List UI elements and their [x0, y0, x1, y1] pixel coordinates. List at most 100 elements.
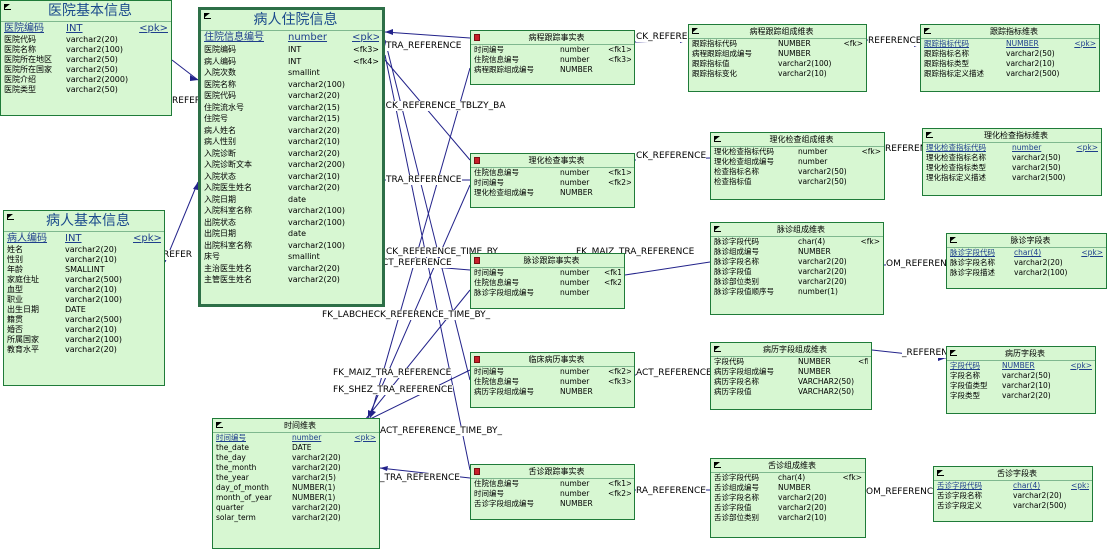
fact-table-icon: [474, 356, 480, 363]
column-type: varchar2(50): [66, 85, 118, 94]
table-comp-clinic[interactable]: 病历字段组成维表字段代码NUMBER<fk>病历字段组成编号NUMBER病历字段…: [710, 342, 872, 410]
table-title-text: 脉诊字段表: [1010, 236, 1051, 245]
column-type: varchar2(20): [1014, 258, 1063, 267]
column-key: [608, 65, 631, 75]
table-title-text: 病历字段表: [1005, 349, 1045, 358]
column-key: [848, 277, 880, 287]
column-key: [1074, 49, 1096, 59]
column-type: number: [560, 178, 590, 187]
column-key: [352, 125, 379, 137]
column-name: 入院日期: [204, 194, 236, 204]
table-title-text: 舌诊字段表: [997, 469, 1037, 478]
column-name: 住院信息编号: [474, 479, 519, 488]
column-type: char(4): [798, 237, 826, 246]
column-key: <pk>: [1074, 39, 1096, 48]
column-name: 字段代码: [714, 357, 744, 366]
column-key: [1072, 153, 1098, 163]
table-fact-pulse[interactable]: 脉诊跟踪事实表时间编号number<fk1>住院信息编号number<fk2>脉…: [470, 253, 625, 309]
table-title-text: 病人基本信息: [46, 213, 130, 229]
column-type: number: [560, 278, 590, 287]
column-key: <fk3>: [608, 55, 631, 64]
relation-label: CK_REFERENCE: [636, 151, 707, 161]
table-title-text: 跟踪指标维表: [990, 27, 1038, 36]
column-type: varchar2(15): [288, 114, 340, 123]
column-type: varchar2(20): [65, 345, 117, 354]
column-name: 跟踪指标代码: [692, 39, 737, 48]
table-icon: [924, 28, 931, 34]
relation-label: CK_REFERENCE: [636, 32, 707, 42]
table-icon: [714, 346, 721, 352]
column-type: varchar2(10): [778, 513, 827, 522]
column-type: varchar2(50): [798, 167, 847, 176]
column-name: 出院状态: [204, 217, 236, 227]
table-title: 病历字段表: [947, 347, 1095, 361]
column-key: [608, 188, 631, 198]
table-idx-tongue[interactable]: 舌诊字段表舌诊字段代码char(4)<pk>舌诊字段名称varchar2(20)…: [933, 466, 1093, 522]
column-name: 床号: [204, 252, 220, 261]
column-type: varchar2(100): [288, 217, 346, 227]
column-name: 舌诊字段值: [714, 503, 752, 512]
column-name: the_year: [216, 473, 249, 482]
column-key: [838, 49, 863, 59]
column-key: <pk>: [354, 433, 376, 442]
table-icon: [692, 28, 699, 34]
column-key: [354, 473, 376, 483]
relation-label: ACT_REFERENCE_TIME_BY_: [380, 426, 503, 436]
column-key: <fk2>: [608, 367, 631, 376]
column-type: varchar2(20): [798, 257, 847, 266]
column-type: NUMBER: [560, 188, 593, 197]
column-type: NUMBER: [560, 387, 593, 396]
column-key: [352, 217, 379, 229]
relation-label: OM_REFERENCE: [866, 487, 939, 497]
column-key: [836, 513, 862, 523]
column-name: 医院编码: [4, 23, 44, 34]
fact-table-icon: [474, 468, 480, 475]
column-type: varchar2(2000): [66, 75, 129, 84]
column-name: 理化检查指标代码: [926, 143, 986, 152]
table-title-text: 理化检查事实表: [528, 156, 585, 165]
column-name: 舌诊组成编号: [714, 483, 759, 492]
column-key: [1074, 69, 1096, 79]
column-type: varchar2(20): [292, 463, 341, 472]
table-title: 临床病历事实表: [471, 353, 634, 367]
column-name: 舌诊字段名称: [937, 491, 982, 500]
column-name: 入院医生姓名: [204, 183, 252, 192]
relation-label: REFERENCE: [868, 36, 922, 46]
column-type: varchar2(100): [288, 79, 346, 89]
column-name: 出院科室名称: [204, 240, 252, 250]
column-name: 脉诊字段值顺序号: [714, 287, 774, 296]
column-key: [1064, 371, 1092, 381]
